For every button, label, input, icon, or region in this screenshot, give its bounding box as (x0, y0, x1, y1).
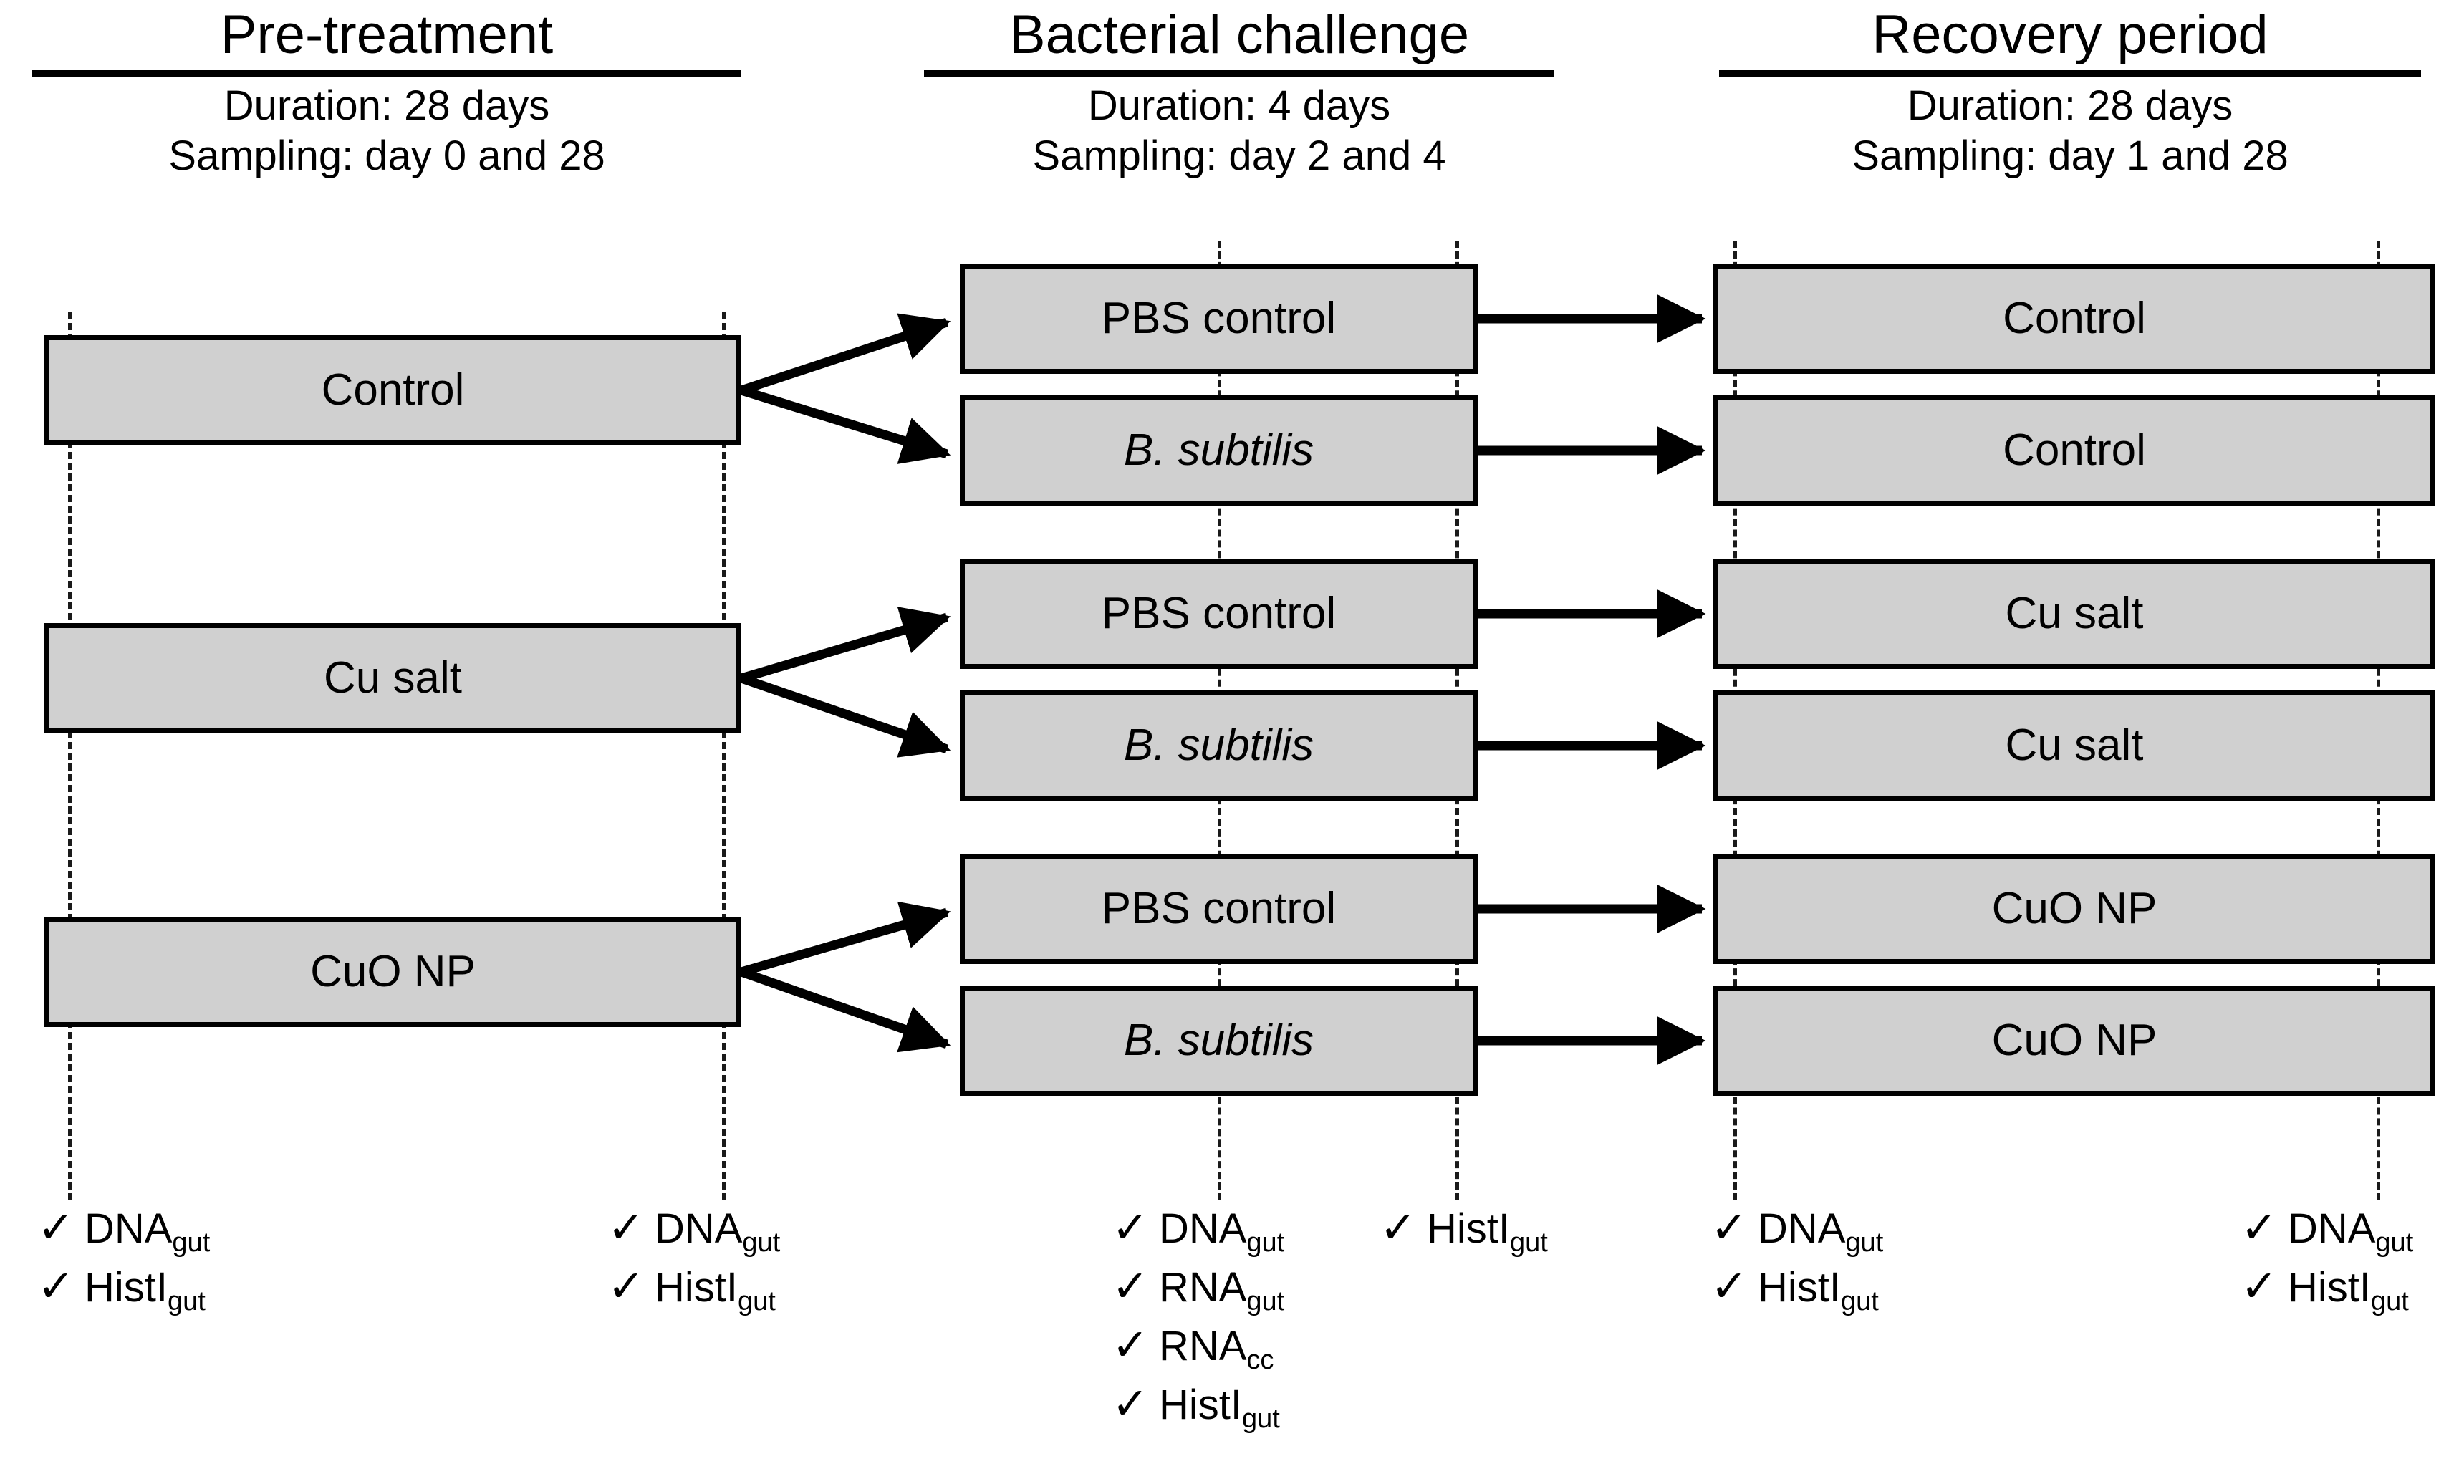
box-label: PBS control (1101, 884, 1337, 933)
recovery-box-cu-salt-1[interactable]: Cu salt (1713, 559, 2435, 669)
arrow-cusalt-to-subtilis (739, 673, 951, 758)
sampling-item: ✓ DNAgut (2241, 1202, 2413, 1261)
box-label: Control (2003, 425, 2146, 475)
check-icon: ✓ (37, 1203, 74, 1253)
challenge-box-pbs-control-3[interactable]: PBS control (960, 854, 1478, 964)
column-duration: Duration: 28 days (1907, 82, 2233, 129)
box-label: Control (2003, 294, 2146, 343)
sampling-label: HistIgut (2287, 1264, 2409, 1316)
treatment-box-cu-salt[interactable]: Cu salt (44, 623, 741, 733)
header-rule (32, 70, 741, 77)
treatment-box-cuo-np[interactable]: CuO NP (44, 917, 741, 1027)
challenge-box-pbs-control-1[interactable]: PBS control (960, 264, 1478, 374)
sampling-label: RNAgut (1158, 1264, 1285, 1316)
sampling-label: HistIgut (1757, 1264, 1879, 1316)
sampling-label: HistIgut (1158, 1382, 1280, 1434)
sampling-item: ✓ DNAgut (607, 1202, 780, 1261)
sampling-item: ✓ DNAgut (37, 1202, 210, 1261)
sampling-item: ✓ HistIgut (1380, 1202, 1548, 1261)
check-icon: ✓ (1112, 1203, 1149, 1253)
sampling-list-challenge-day2: ✓ DNAgut ✓ RNAgut ✓ RNAcc ✓ HistIgut (1112, 1202, 1284, 1437)
sampling-label: RNAcc (1158, 1323, 1274, 1375)
check-icon: ✓ (37, 1262, 74, 1311)
sampling-label: DNAgut (2287, 1205, 2414, 1258)
column-duration: Duration: 28 days (223, 82, 550, 129)
sampling-item: ✓ RNAcc (1112, 1319, 1284, 1378)
sampling-label: HistIgut (84, 1264, 206, 1316)
check-icon: ✓ (1112, 1262, 1149, 1311)
sampling-item: ✓ RNAgut (1112, 1261, 1284, 1319)
check-icon: ✓ (1112, 1321, 1149, 1370)
box-label: Cu salt (324, 653, 462, 703)
sampling-label: HistIgut (1426, 1205, 1548, 1258)
check-icon: ✓ (607, 1262, 645, 1311)
box-label: B. subtilis (1123, 1016, 1314, 1065)
sampling-item: ✓ HistIgut (1112, 1378, 1284, 1437)
sampling-guide-pre-day0 (68, 312, 72, 1200)
sampling-label: DNAgut (1757, 1205, 1884, 1258)
column-sampling: Sampling: day 0 and 28 (168, 132, 605, 179)
column-duration: Duration: 4 days (1087, 82, 1391, 129)
column-title: Bacterial challenge (1009, 4, 1470, 65)
sampling-label: DNAgut (84, 1205, 211, 1258)
column-title: Recovery period (1872, 4, 2268, 65)
recovery-box-cuo-np-2[interactable]: CuO NP (1713, 986, 2435, 1096)
check-icon: ✓ (607, 1203, 645, 1253)
arrow-cusalt-to-pbs (740, 607, 951, 683)
box-label: Cu salt (2005, 589, 2144, 638)
box-label: CuO NP (1991, 1016, 2157, 1065)
sampling-item: ✓ DNAgut (1112, 1202, 1284, 1261)
sampling-list-recovery-day1: ✓ DNAgut ✓ HistIgut (1710, 1202, 1883, 1319)
column-header-pre-treatment: Pre-treatment Duration: 28 days Sampling… (32, 4, 741, 181)
column-sampling: Sampling: day 1 and 28 (1852, 132, 2289, 179)
sampling-label: DNAgut (654, 1205, 781, 1258)
box-label: Cu salt (2005, 721, 2144, 770)
recovery-box-control-1[interactable]: Control (1713, 264, 2435, 374)
column-header-bacterial-challenge: Bacterial challenge Duration: 4 days Sam… (924, 4, 1554, 181)
sampling-list-pre-day28: ✓ DNAgut ✓ HistIgut (607, 1202, 780, 1319)
arrow-cuonp-to-pbs (740, 901, 951, 977)
column-header-recovery-period: Recovery period Duration: 28 days Sampli… (1719, 4, 2421, 181)
box-label: Control (321, 365, 465, 415)
recovery-box-control-2[interactable]: Control (1713, 395, 2435, 506)
sampling-item: ✓ HistIgut (37, 1261, 210, 1319)
treatment-box-control[interactable]: Control (44, 335, 741, 445)
challenge-box-pbs-control-2[interactable]: PBS control (960, 559, 1478, 669)
box-label: B. subtilis (1123, 721, 1314, 770)
check-icon: ✓ (1710, 1203, 1748, 1253)
arrow-control-to-subtilis (740, 385, 951, 464)
check-icon: ✓ (1112, 1379, 1149, 1429)
sampling-list-pre-day0: ✓ DNAgut ✓ HistIgut (37, 1202, 210, 1319)
challenge-box-b-subtilis-1[interactable]: B. subtilis (960, 395, 1478, 506)
column-title: Pre-treatment (220, 4, 554, 65)
header-rule (924, 70, 1554, 77)
check-icon: ✓ (2241, 1262, 2278, 1311)
challenge-box-b-subtilis-2[interactable]: B. subtilis (960, 690, 1478, 801)
sampling-item: ✓ DNAgut (1710, 1202, 1883, 1261)
check-icon: ✓ (1710, 1262, 1748, 1311)
box-label: PBS control (1101, 294, 1337, 343)
sampling-item: ✓ HistIgut (1710, 1261, 1883, 1319)
box-label: CuO NP (310, 947, 476, 996)
sampling-item: ✓ HistIgut (607, 1261, 780, 1319)
check-icon: ✓ (2241, 1203, 2278, 1253)
sampling-label: DNAgut (1158, 1205, 1285, 1258)
box-label: PBS control (1101, 589, 1337, 638)
challenge-box-b-subtilis-3[interactable]: B. subtilis (960, 986, 1478, 1096)
arrow-control-to-pbs (739, 313, 951, 395)
sampling-label: HistIgut (654, 1264, 776, 1316)
box-label: B. subtilis (1123, 425, 1314, 475)
sampling-guide-pre-day28 (722, 312, 726, 1200)
column-sampling: Sampling: day 2 and 4 (1032, 132, 1446, 179)
arrow-cuonp-to-subtilis (739, 967, 951, 1053)
header-rule (1719, 70, 2421, 77)
box-label: CuO NP (1991, 884, 2157, 933)
recovery-box-cu-salt-2[interactable]: Cu salt (1713, 690, 2435, 801)
sampling-list-recovery-day28: ✓ DNAgut ✓ HistIgut (2241, 1202, 2413, 1319)
sampling-item: ✓ HistIgut (2241, 1261, 2413, 1319)
check-icon: ✓ (1380, 1203, 1417, 1253)
recovery-box-cuo-np-1[interactable]: CuO NP (1713, 854, 2435, 964)
sampling-list-challenge-day4: ✓ HistIgut (1380, 1202, 1548, 1261)
